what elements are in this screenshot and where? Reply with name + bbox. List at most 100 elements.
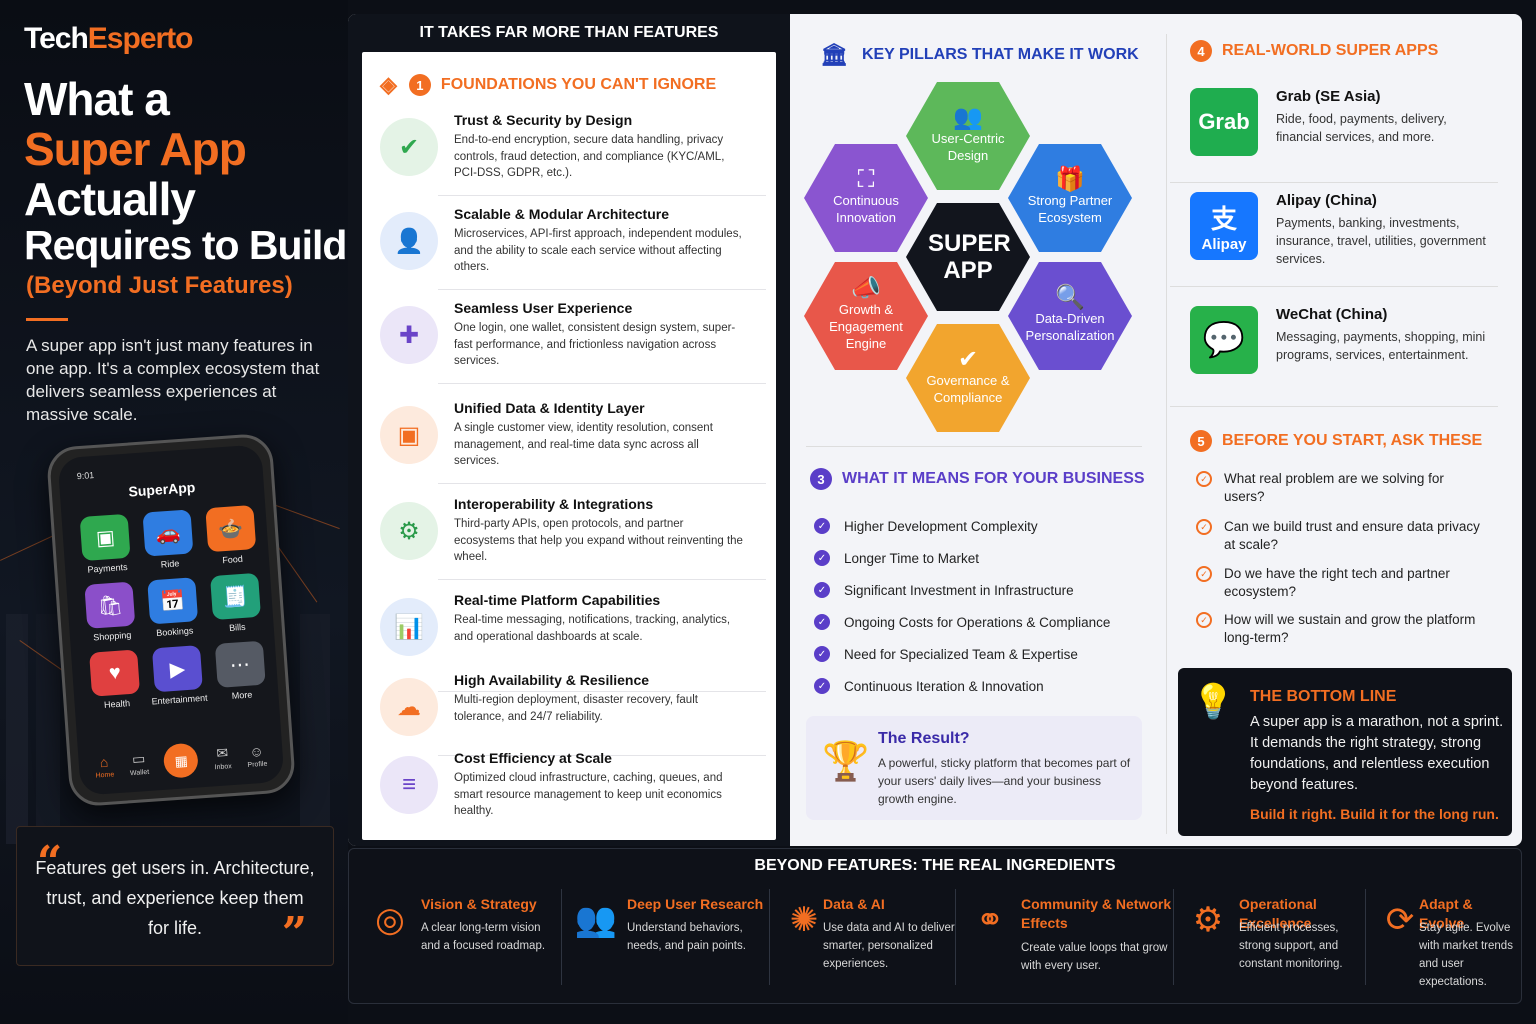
- car-icon: 🚗: [142, 509, 194, 557]
- app-tile-shopping[interactable]: 🛍Shopping: [80, 581, 141, 643]
- target-icon: ◎: [375, 901, 405, 939]
- pillar-hex: ⛶Continuous Innovation: [804, 144, 928, 252]
- foundation-title: Interoperability & Integrations: [454, 496, 654, 512]
- techesperto-logo: TechEsperto: [24, 22, 193, 55]
- foundation-title: Seamless User Experience: [454, 300, 633, 316]
- ask-item: ✓Do we have the right tech and partner e…: [1196, 565, 1486, 601]
- tab-inbox[interactable]: ✉Inbox: [214, 744, 233, 772]
- scan-icon: ⛶: [857, 165, 875, 193]
- app-tile-entertainment[interactable]: ▶Entertainment: [148, 645, 209, 707]
- super-app-desc: Messaging, payments, shopping, mini prog…: [1276, 330, 1486, 362]
- app-tile-food[interactable]: 🍲Food: [201, 505, 262, 567]
- pillar-hex: 📣Growth & Engagement Engine: [804, 262, 928, 370]
- app-tile-more[interactable]: ⋯More: [210, 640, 271, 702]
- check-icon: ✓: [814, 550, 830, 566]
- section-number: 5: [1190, 430, 1212, 452]
- bank-icon: 🏛: [820, 42, 848, 67]
- business-item-label: Higher Development Complexity: [844, 518, 1038, 534]
- bottom-line-tagline: Build it right. Build it for the long ru…: [1250, 806, 1499, 822]
- divider: [438, 289, 766, 290]
- bottom-line-box: 💡 THE BOTTOM LINE A super app is a marat…: [1178, 668, 1512, 836]
- ingredient-title: Adapt & Evolve: [1419, 896, 1473, 931]
- grab-logo-text: Grab: [1198, 109, 1250, 134]
- foundation-title: High Availability & Resilience: [454, 672, 650, 688]
- check-circle-icon: ✓: [1196, 471, 1212, 487]
- foundation-desc: A single customer view, identity resolut…: [454, 422, 713, 467]
- alipay-glyph: 支: [1210, 204, 1237, 234]
- dots-icon: ⋯: [214, 640, 266, 688]
- check-icon: ✓: [814, 678, 830, 694]
- app-tile-bills[interactable]: 🧾Bills: [205, 572, 266, 635]
- ingredient-title: Community & Network Effects: [1021, 896, 1172, 931]
- foundations-card: ◈ 1 FOUNDATIONS YOU CAN'T IGNORE ✔Trust …: [362, 52, 776, 840]
- super-app-desc: Payments, banking, investments, insuranc…: [1276, 216, 1486, 266]
- user-icon: 👤: [380, 212, 438, 270]
- database-icon: ≡: [380, 756, 438, 814]
- ingredients-strip: BEYOND FEATURES: THE REAL INGREDIENTS ◎V…: [348, 848, 1522, 1004]
- chart-icon: 📊: [380, 598, 438, 656]
- app-tile-bookings[interactable]: 📅Bookings: [143, 577, 204, 639]
- hero-title-line1: What a: [24, 73, 170, 125]
- quote-text: Features get users in. Architecture, tru…: [35, 858, 315, 938]
- hero-title-line3: Actually: [24, 173, 196, 225]
- app-tile-payments[interactable]: ▣Payments: [76, 513, 137, 575]
- pillar-label: Governance & Compliance: [926, 372, 1010, 405]
- ask-item-text: Can we build trust and ensure data priva…: [1224, 519, 1480, 552]
- app-tile-health[interactable]: ♥Health: [85, 649, 146, 711]
- hero-subtitle: (Beyond Just Features): [26, 272, 293, 299]
- layers-icon: ◈: [380, 72, 397, 97]
- tab-profile[interactable]: ☺Profile: [247, 742, 268, 769]
- pillars-section-title: 🏛 KEY PILLARS THAT MAKE IT WORK: [820, 42, 1139, 68]
- result-box: 🏆 The Result? A powerful, sticky platfor…: [806, 716, 1142, 820]
- app-tile-label: More: [231, 689, 253, 701]
- cloud-icon: ☁: [380, 678, 438, 736]
- super-app-desc: Ride, food, payments, delivery, financia…: [1276, 112, 1447, 144]
- magnify-icon: 🔍: [1055, 283, 1085, 311]
- column-divider: [1166, 34, 1167, 834]
- main-panel: IT TAKES FAR MORE THAN FEATURES ◈ 1 FOUN…: [348, 14, 1522, 846]
- bill-icon: 🧾: [209, 572, 261, 621]
- megaphone-icon: 📣: [851, 275, 881, 302]
- business-item-label: Significant Investment in Infrastructure: [844, 582, 1074, 598]
- check-icon: ✓: [814, 518, 830, 534]
- business-section-title: 3 WHAT IT MEANS FOR YOUR BUSINESS: [810, 468, 1145, 490]
- users-icon: 👥: [953, 103, 983, 131]
- check-icon: ✓: [814, 614, 830, 630]
- profile-icon: ☺: [248, 742, 265, 760]
- section-number: 4: [1190, 40, 1212, 62]
- divider: [438, 755, 766, 756]
- cog-icon: ⚙: [1192, 901, 1224, 939]
- tab-home[interactable]: ⌂Home: [95, 753, 115, 780]
- realworld-title-text: REAL-WORLD SUPER APPS: [1222, 42, 1439, 59]
- app-tile-label: Payments: [87, 561, 128, 575]
- divider: [438, 383, 766, 384]
- foundation-desc: Third-party APIs, open protocols, and pa…: [454, 518, 743, 563]
- ingredient-desc: Create value loops that grow with every …: [1021, 942, 1168, 972]
- business-list: ✓Higher Development Complexity✓Longer Ti…: [814, 510, 1144, 702]
- puzzle-icon: ✚: [380, 306, 438, 364]
- pillar-label: User-Centric Design: [931, 130, 1005, 163]
- cycle-icon: ⟳: [1385, 901, 1415, 939]
- tab-wallet[interactable]: ▭Wallet: [129, 750, 150, 778]
- super-app-center-label: SUPER APP: [928, 230, 1011, 284]
- foundations-section-title: ◈ 1 FOUNDATIONS YOU CAN'T IGNORE: [380, 72, 716, 98]
- pillar-label: Continuous Innovation: [833, 192, 899, 225]
- divider: [438, 691, 766, 692]
- super-app-center-hex: SUPER APP: [906, 203, 1030, 311]
- check-icon: ✓: [814, 582, 830, 598]
- ingredient-desc: Stay agile. Evolve with market trends an…: [1419, 922, 1513, 988]
- foundation-title: Trust & Security by Design: [454, 112, 633, 128]
- qr-scan-button[interactable]: ▦: [163, 742, 200, 779]
- ask-item-text: What real problem are we solving for use…: [1224, 471, 1444, 504]
- foundation-desc: One login, one wallet, consistent design…: [454, 322, 736, 367]
- app-tile-ride[interactable]: 🚗Ride: [138, 509, 199, 571]
